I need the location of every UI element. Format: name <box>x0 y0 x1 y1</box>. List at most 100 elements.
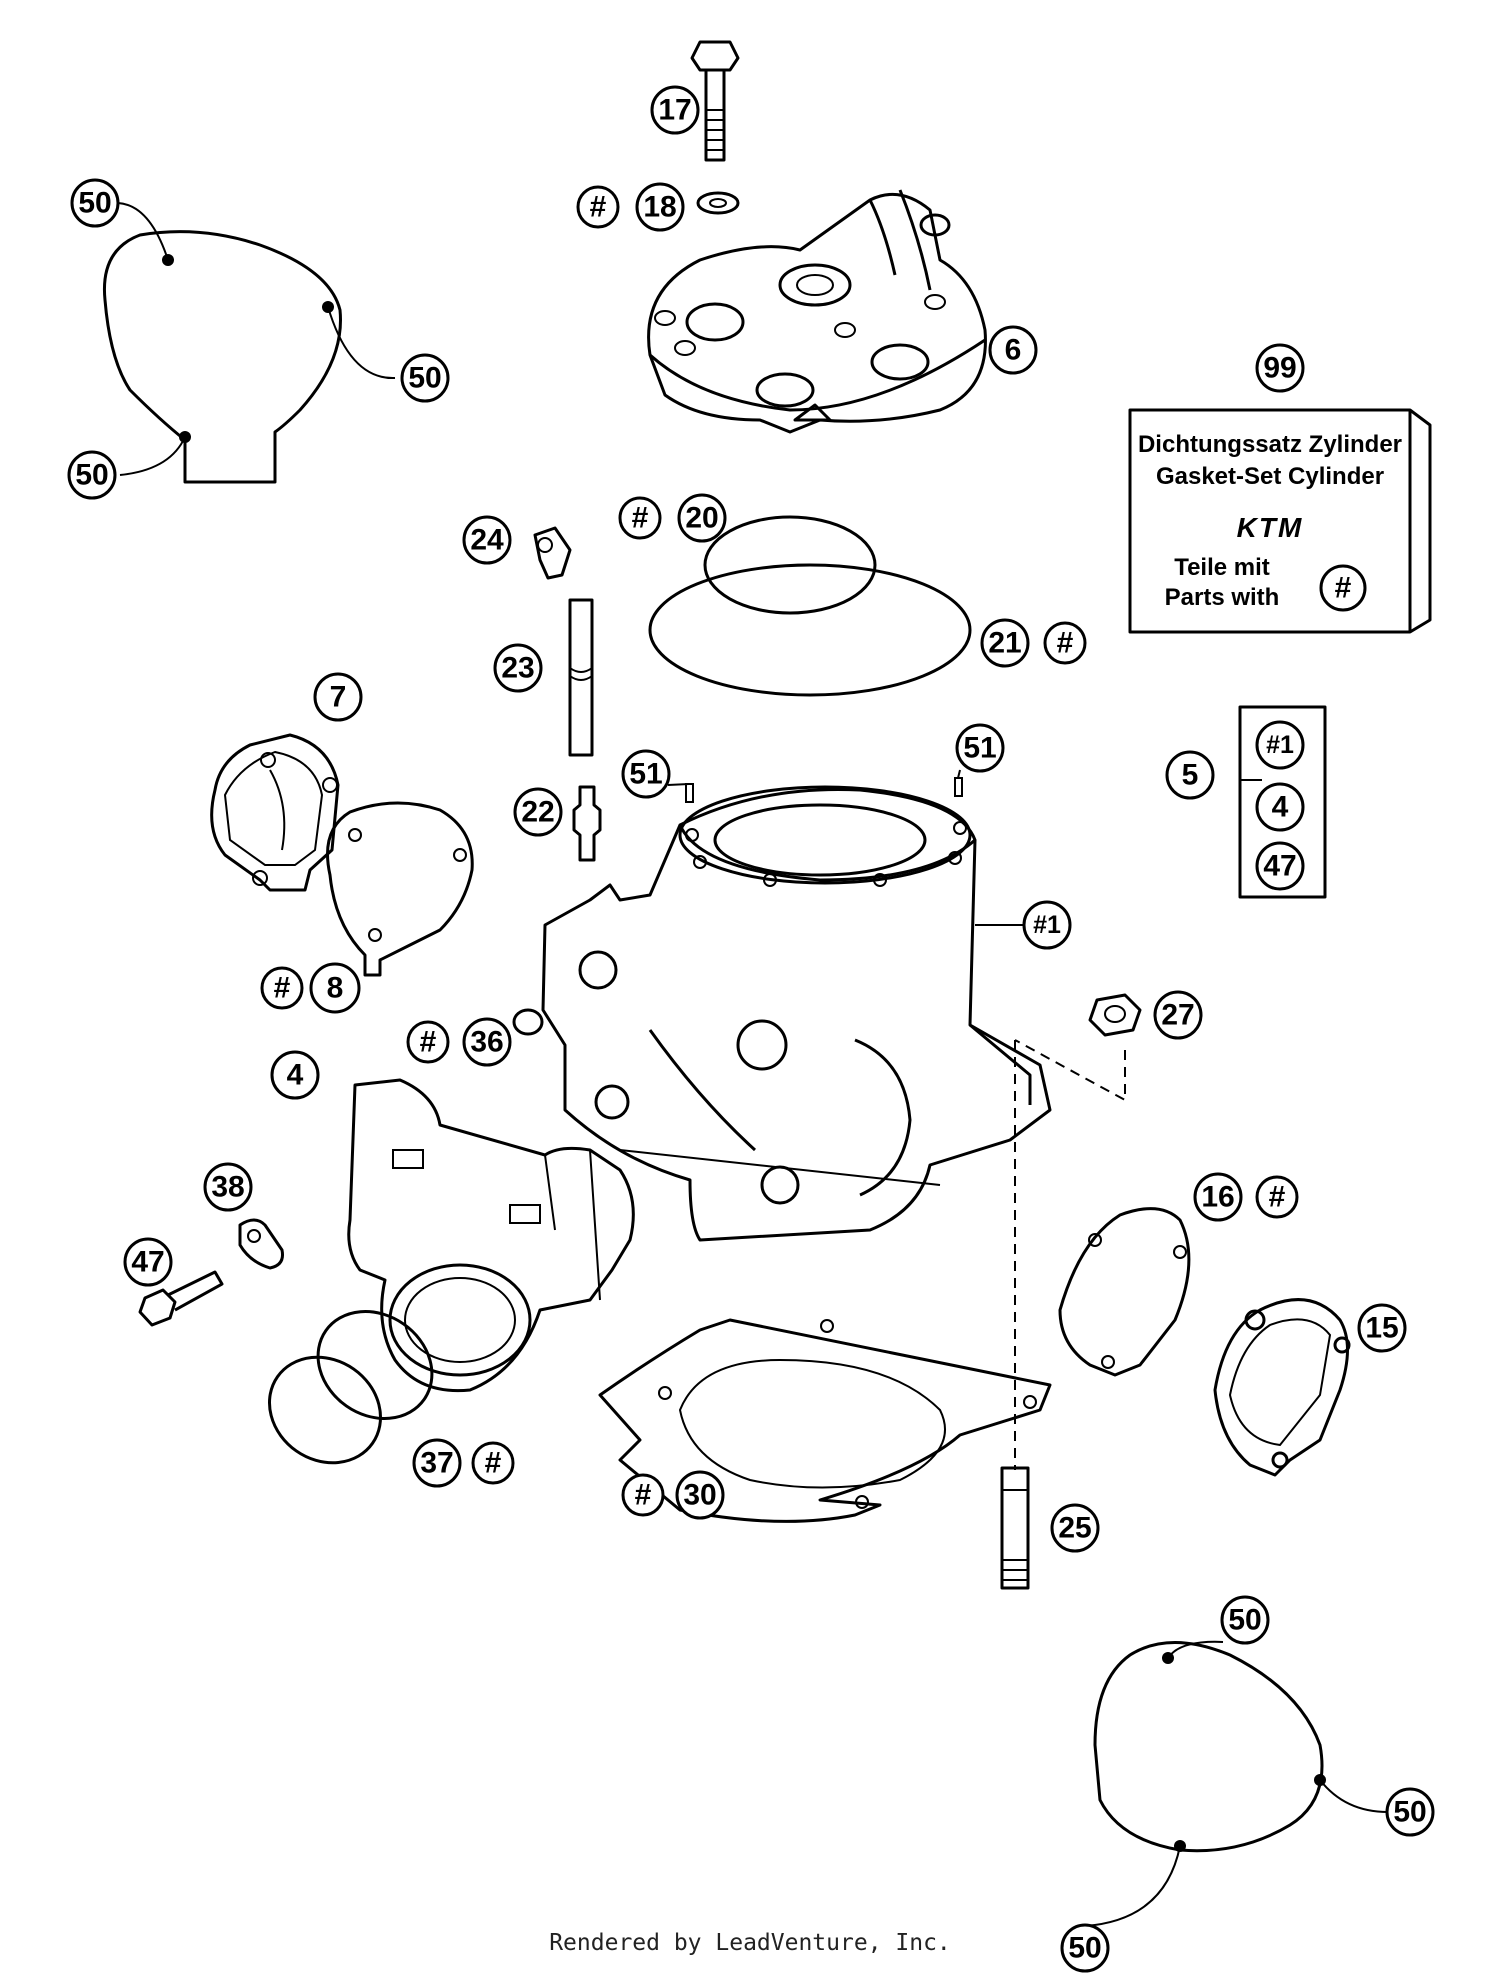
washer-18-drawing <box>696 191 740 215</box>
callout-37: 37 <box>412 1438 462 1488</box>
hose-23-drawing <box>568 598 594 757</box>
callout-50-d: 50 <box>1220 1595 1270 1645</box>
o-ring-36-drawing <box>512 1008 544 1036</box>
dowel-pin-51-left-drawing <box>685 783 694 803</box>
callout-30-hash: # <box>621 1473 665 1517</box>
cover-15-drawing <box>1213 1298 1351 1477</box>
callout-36: 36 <box>462 1017 512 1067</box>
svg-text:7: 7 <box>330 681 347 714</box>
callout-5-part-4: 4 <box>1255 782 1305 832</box>
callout-16: 16 <box>1193 1172 1243 1222</box>
svg-text:51: 51 <box>963 732 996 765</box>
callout-20: 20 <box>677 493 727 543</box>
callout-18-hash: # <box>576 185 620 229</box>
callout-24: 24 <box>462 515 512 565</box>
callout-50-b: 50 <box>400 353 450 403</box>
svg-text:47: 47 <box>1263 850 1296 883</box>
callout-22: 22 <box>513 787 563 837</box>
callout-4: 4 <box>270 1050 320 1100</box>
o-ring-37-drawing <box>268 1310 434 1465</box>
bracket-38-drawing <box>238 1218 284 1270</box>
svg-text:50: 50 <box>75 459 108 492</box>
svg-text:16: 16 <box>1201 1181 1234 1214</box>
dowel-pin-51-right-drawing <box>954 777 963 797</box>
callout-47: 47 <box>123 1237 173 1287</box>
gasket-kit-line-4: Parts with <box>1165 584 1280 611</box>
svg-text:#: # <box>1269 1181 1286 1214</box>
svg-text:50: 50 <box>408 362 441 395</box>
svg-text:50: 50 <box>1068 1932 1101 1965</box>
callout-38: 38 <box>203 1162 253 1212</box>
svg-text:#: # <box>420 1026 437 1059</box>
gasket-16-drawing <box>1058 1207 1191 1377</box>
callout-7: 7 <box>313 672 363 722</box>
callout-23: 23 <box>493 643 543 693</box>
callout-30: 30 <box>675 1470 725 1520</box>
svg-text:23: 23 <box>501 652 534 685</box>
svg-text:#: # <box>485 1447 502 1480</box>
svg-text:#: # <box>274 972 291 1005</box>
callout-15: 15 <box>1357 1303 1407 1353</box>
nut-27-drawing <box>1088 993 1142 1037</box>
svg-text:8: 8 <box>327 972 344 1005</box>
svg-text:21: 21 <box>988 627 1021 660</box>
cover-gasket-bottom-right-drawing <box>1093 1641 1326 1853</box>
svg-text:38: 38 <box>211 1171 244 1204</box>
fitting-24-drawing <box>533 526 572 580</box>
callout-21-hash: # <box>1043 621 1087 665</box>
svg-text:17: 17 <box>658 94 691 127</box>
svg-text:#1: #1 <box>1266 731 1294 759</box>
svg-text:22: 22 <box>521 796 554 829</box>
cylinder-1-drawing <box>541 785 1052 1242</box>
svg-text:#: # <box>1057 627 1074 660</box>
callout-50-a: 50 <box>70 178 120 228</box>
callout-8-hash: # <box>260 966 304 1010</box>
cover-gasket-top-left-drawing <box>102 230 342 484</box>
gasket-kit-line-3: Teile mit <box>1174 554 1270 581</box>
svg-text:20: 20 <box>685 502 718 535</box>
callout-51-a: 51 <box>621 749 671 799</box>
callout-99: 99 <box>1255 343 1305 393</box>
svg-text:#: # <box>632 502 649 535</box>
stud-25-drawing <box>1000 1466 1030 1590</box>
kit-5-bracket-drawing <box>1238 705 1327 899</box>
callout-18: 18 <box>635 182 685 232</box>
svg-text:4: 4 <box>287 1059 304 1092</box>
callout-8: 8 <box>309 962 361 1014</box>
svg-text:4: 4 <box>1272 791 1289 824</box>
svg-text:#: # <box>590 191 607 224</box>
svg-text:18: 18 <box>643 191 676 224</box>
svg-text:36: 36 <box>470 1026 503 1059</box>
cylinder-head-6-drawing <box>647 189 987 434</box>
gasket-kit-symbol: # <box>1335 572 1352 605</box>
callout-6: 6 <box>988 325 1038 375</box>
gasket-kit-99-drawing <box>1128 408 1432 634</box>
svg-text:#1: #1 <box>1033 911 1061 939</box>
svg-text:30: 30 <box>683 1479 716 1512</box>
svg-text:99: 99 <box>1263 352 1296 385</box>
callout-21: 21 <box>980 618 1030 668</box>
gasket-8-drawing <box>326 801 474 977</box>
svg-text:50: 50 <box>78 187 111 220</box>
gasket-kit-line-1: Dichtungssatz Zylinder <box>1138 431 1402 458</box>
callout-5-part-1: #1 <box>1255 720 1305 770</box>
svg-text:25: 25 <box>1058 1512 1091 1545</box>
gasket-kit-label: Dichtungssatz Zylinder Gasket-Set Cylind… <box>1138 431 1402 612</box>
nipple-22-drawing <box>572 785 602 862</box>
callout-50-e: 50 <box>1385 1787 1435 1837</box>
svg-text:6: 6 <box>1005 334 1022 367</box>
callout-20-hash: # <box>618 496 662 540</box>
callout-50-c: 50 <box>67 450 117 500</box>
svg-text:27: 27 <box>1161 999 1194 1032</box>
callout-51-b: 51 <box>955 723 1005 773</box>
callout-16-hash: # <box>1255 1175 1299 1219</box>
gasket-kit-hash-badge <box>1319 564 1367 612</box>
bolt-17-drawing <box>690 40 740 162</box>
callout-5-part-47: 47 <box>1255 841 1305 891</box>
o-ring-20-drawing <box>703 515 877 615</box>
base-gasket-30-drawing <box>598 1318 1052 1523</box>
callout-5: 5 <box>1165 750 1215 800</box>
svg-text:#: # <box>635 1479 652 1512</box>
gasket-kit-logo: KTM <box>1237 512 1304 543</box>
